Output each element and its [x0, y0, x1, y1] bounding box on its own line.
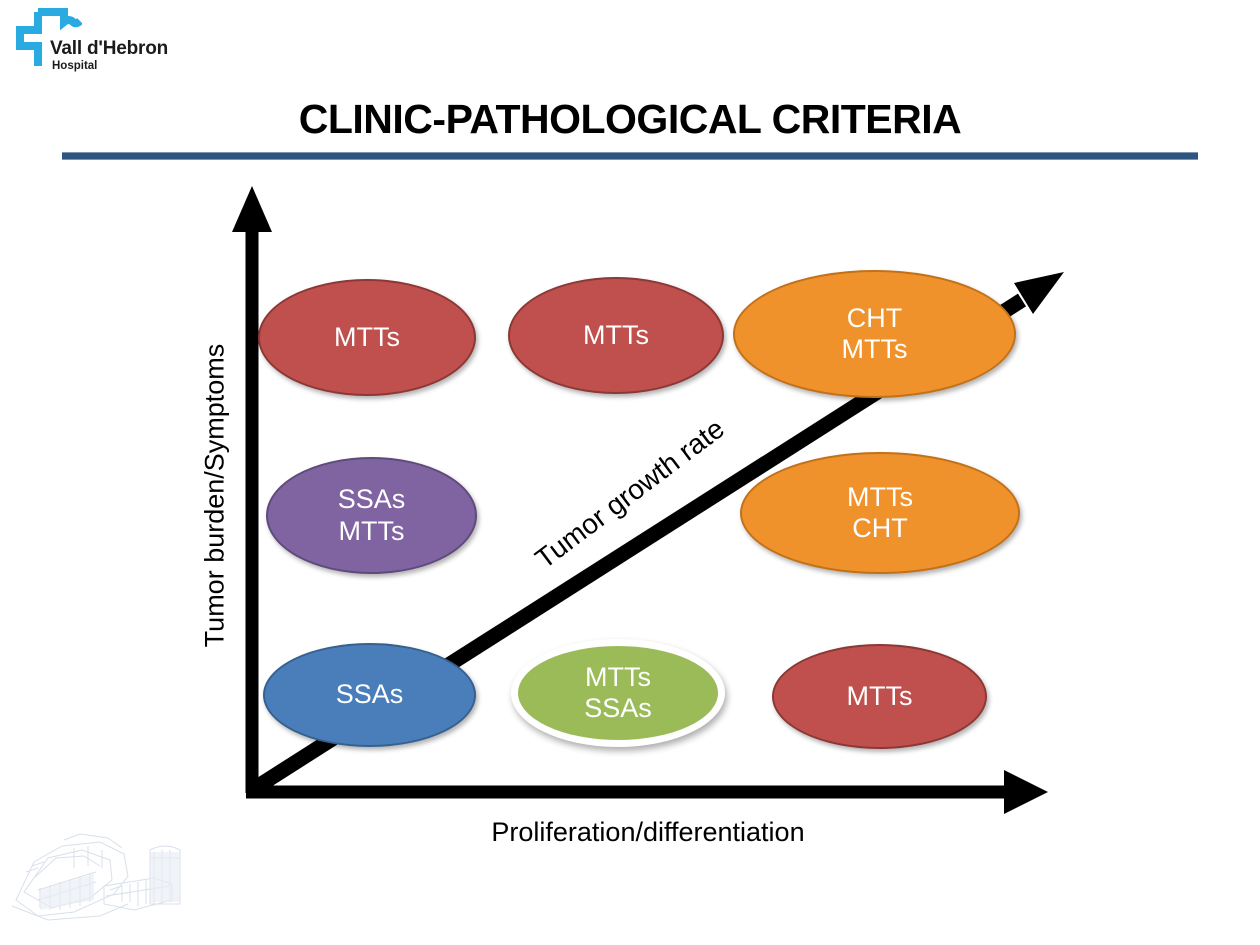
node-label: SSAs — [335, 679, 404, 710]
node-label: CHT MTTs — [841, 302, 908, 364]
x-axis-label: Proliferation/differentiation — [491, 817, 805, 847]
node-cht-mtts-top-right[interactable]: CHT MTTs — [733, 270, 1016, 398]
hospital-cross-wave-icon — [16, 8, 82, 66]
node-label: MTTs SSAs — [584, 661, 652, 723]
node-label: MTTs — [334, 321, 400, 352]
node-mtts-bottom-right[interactable]: MTTs — [772, 644, 987, 749]
node-mtts-cht-middle-right[interactable]: MTTs CHT — [740, 452, 1020, 574]
y-axis-arrow — [232, 186, 272, 793]
page-title: CLINIC-PATHOLOGICAL CRITERIA — [298, 96, 962, 142]
node-label: SSAs MTTs — [337, 484, 406, 546]
brand-name: Vall d'Hebron — [50, 38, 169, 59]
brand-logo: Vall d'Hebron Hospital — [10, 8, 190, 74]
node-label: MTTs CHT — [847, 481, 913, 543]
node-mtts-top-left[interactable]: MTTs — [258, 279, 476, 396]
node-mtts-top-middle[interactable]: MTTs — [508, 277, 724, 394]
title-divider — [62, 152, 1198, 160]
node-label: MTTs — [583, 319, 649, 350]
brand-subtitle: Hospital — [52, 60, 98, 72]
node-mtts-ssas-bottom-middle[interactable]: MTTs SSAs — [511, 639, 725, 747]
y-axis-label: Tumor burden/Symptoms — [199, 343, 230, 648]
node-ssas-bottom-left[interactable]: SSAs — [263, 643, 476, 747]
node-ssas-mtts-middle-left[interactable]: SSAs MTTs — [266, 457, 477, 574]
x-axis-arrow — [246, 770, 1048, 814]
node-label: MTTs — [846, 680, 913, 711]
